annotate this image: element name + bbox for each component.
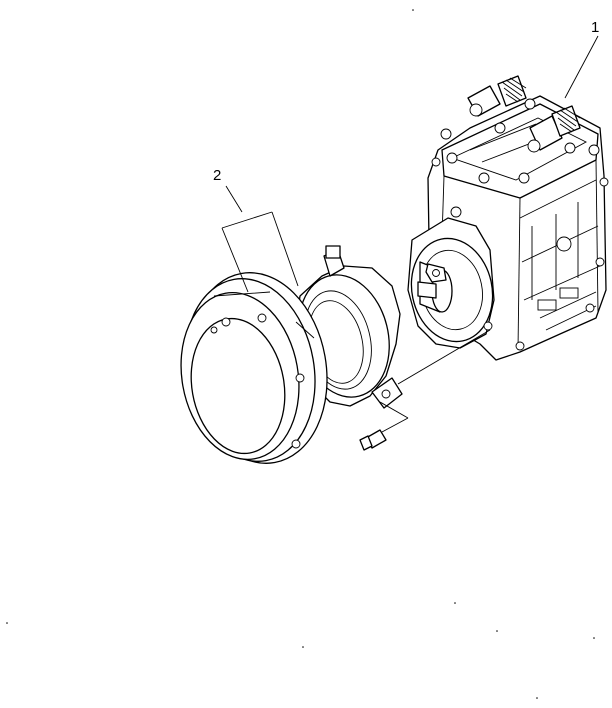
bolt xyxy=(359,429,387,451)
callout-label-1: 1 xyxy=(591,19,600,36)
scan-specks xyxy=(6,9,595,699)
clutch-assembly xyxy=(180,245,403,464)
leader-lines xyxy=(221,35,599,433)
callout-label-2: 2 xyxy=(213,167,222,184)
compressor-assembly xyxy=(407,75,609,361)
